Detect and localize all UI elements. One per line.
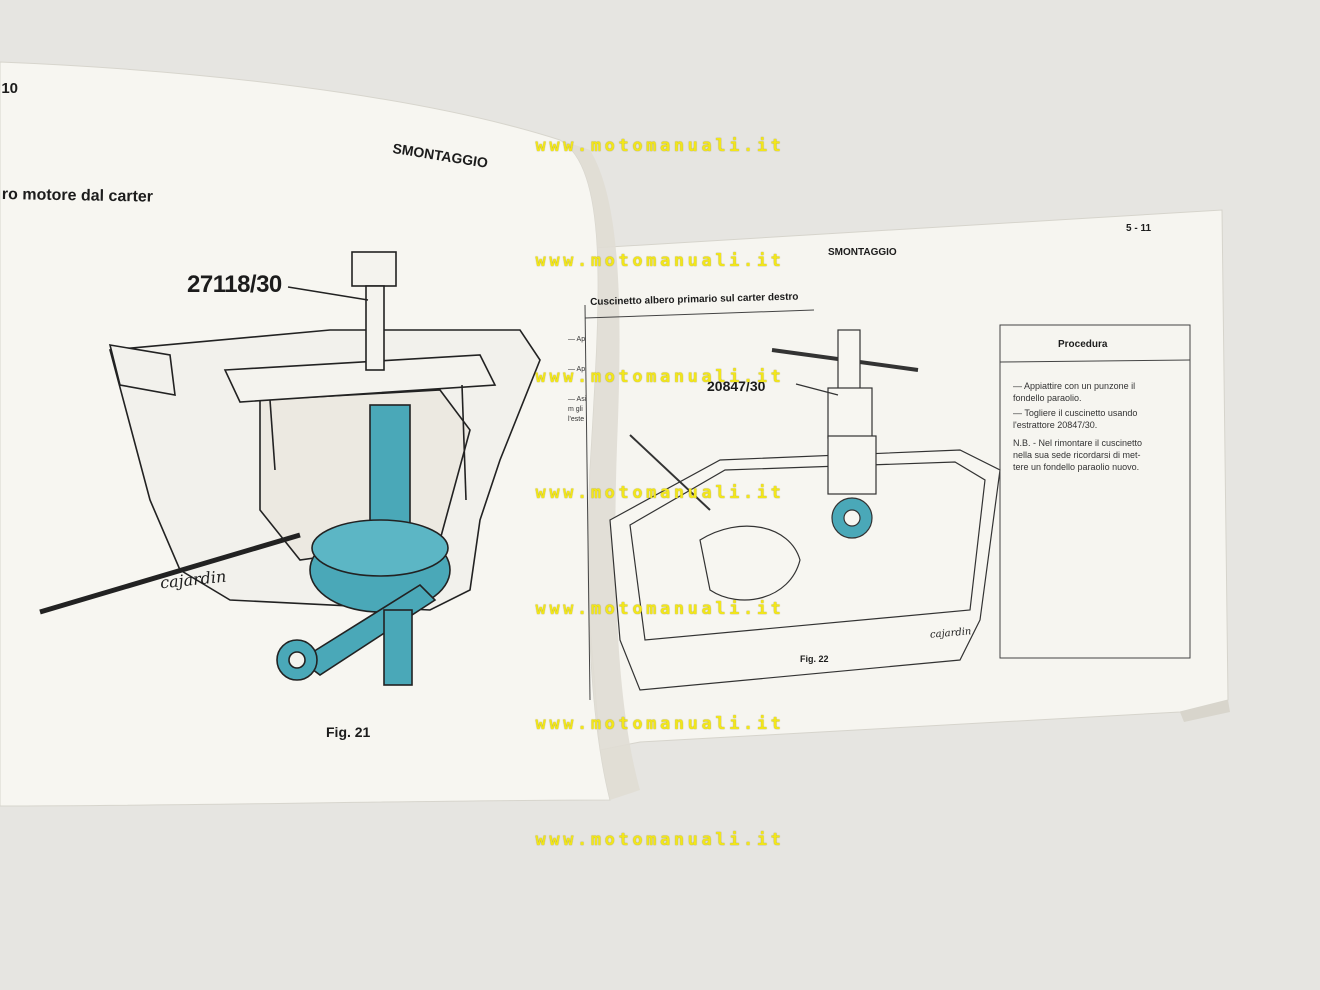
procedure-box <box>999 324 1191 659</box>
procedure-line: — Appiattire con un punzone il <box>1013 381 1136 391</box>
procedure-line: nella sua sede ricordarsi di met- <box>1013 450 1141 460</box>
fig22-illustration <box>609 329 1001 691</box>
procedure-title: Procedura <box>1058 339 1108 350</box>
fig21-leg-left <box>269 399 276 471</box>
procedure-title-rule <box>999 359 1191 363</box>
watermark: www.motomanuali.it <box>535 136 785 156</box>
procedure-text: — Appiattire con un punzone il fondello … <box>1013 380 1189 473</box>
fig21-rod <box>39 532 301 615</box>
procedure-line: tere un fondello paraolio nuovo. <box>1013 462 1140 472</box>
left-page-number: 10 <box>1 80 18 97</box>
procedure-line: fondello paraolio. <box>1013 393 1082 403</box>
left-figure-caption: Fig. 21 <box>326 724 371 740</box>
right-page-heading-rule <box>584 309 815 319</box>
fig22-bore <box>699 525 801 601</box>
fig22-case-rim <box>629 461 986 641</box>
fig21-bolt-shaft <box>365 285 385 371</box>
fig21-conrod-eye-hole <box>288 651 306 669</box>
fig21-illustration <box>39 251 541 686</box>
right-page-divider-left <box>584 304 591 701</box>
fragment-line: — Ap <box>568 366 586 373</box>
fragment-line: — Asi <box>568 396 587 403</box>
right-page-edge <box>1180 700 1230 722</box>
right-page-rules <box>584 304 1191 701</box>
watermark: www.motomanuali.it <box>535 483 785 503</box>
right-tool-label: 20847/30 <box>707 378 766 394</box>
watermark: www.motomanuali.it <box>535 830 785 850</box>
fragment-line: m gli <box>568 406 583 413</box>
fig21-handle-bar <box>108 344 176 396</box>
fig21-leg-right <box>461 384 467 501</box>
right-page-number: 5 - 11 <box>1126 223 1152 234</box>
fig21-leader <box>287 286 369 301</box>
watermark: www.motomanuali.it <box>535 599 785 619</box>
fig22-case-body <box>609 449 1001 691</box>
fig22-stud <box>629 434 711 511</box>
right-page-section: SMONTAGGIO <box>828 247 897 258</box>
fig21-puller-bar <box>223 354 497 403</box>
left-page-heading: ro motore dal carter <box>1 186 154 206</box>
left-tool-label: 27118/30 <box>187 271 282 298</box>
watermark: www.motomanuali.it <box>535 367 785 387</box>
fig22-bearing-inner <box>843 509 861 527</box>
fragment-line: l'este <box>568 416 585 423</box>
right-left-column: — Ap — Ap — Asi m gli l'este <box>568 335 592 425</box>
fig21-shaft <box>369 404 411 536</box>
watermark: www.motomanuali.it <box>535 714 785 734</box>
book-spine-shadow <box>560 140 640 800</box>
fig22-leader <box>795 383 839 396</box>
fragment-line: — Ap <box>568 336 586 343</box>
fig22-extractor-sleeve <box>827 435 877 495</box>
fig21-shaft-end <box>383 609 413 686</box>
procedure-line: l'estrattore 20847/30. <box>1013 420 1098 430</box>
watermark: www.motomanuali.it <box>535 251 785 271</box>
fig21-bolt-head <box>351 251 397 287</box>
fig22-extractor-body <box>827 387 873 439</box>
procedure-line: N.B. - Nel rimontare il cuscinetto <box>1013 438 1143 448</box>
procedure-line: — Togliere il cuscinetto usando <box>1013 408 1138 418</box>
right-figure-caption: Fig. 22 <box>800 654 829 664</box>
fig21-crank-web-top <box>311 519 449 577</box>
